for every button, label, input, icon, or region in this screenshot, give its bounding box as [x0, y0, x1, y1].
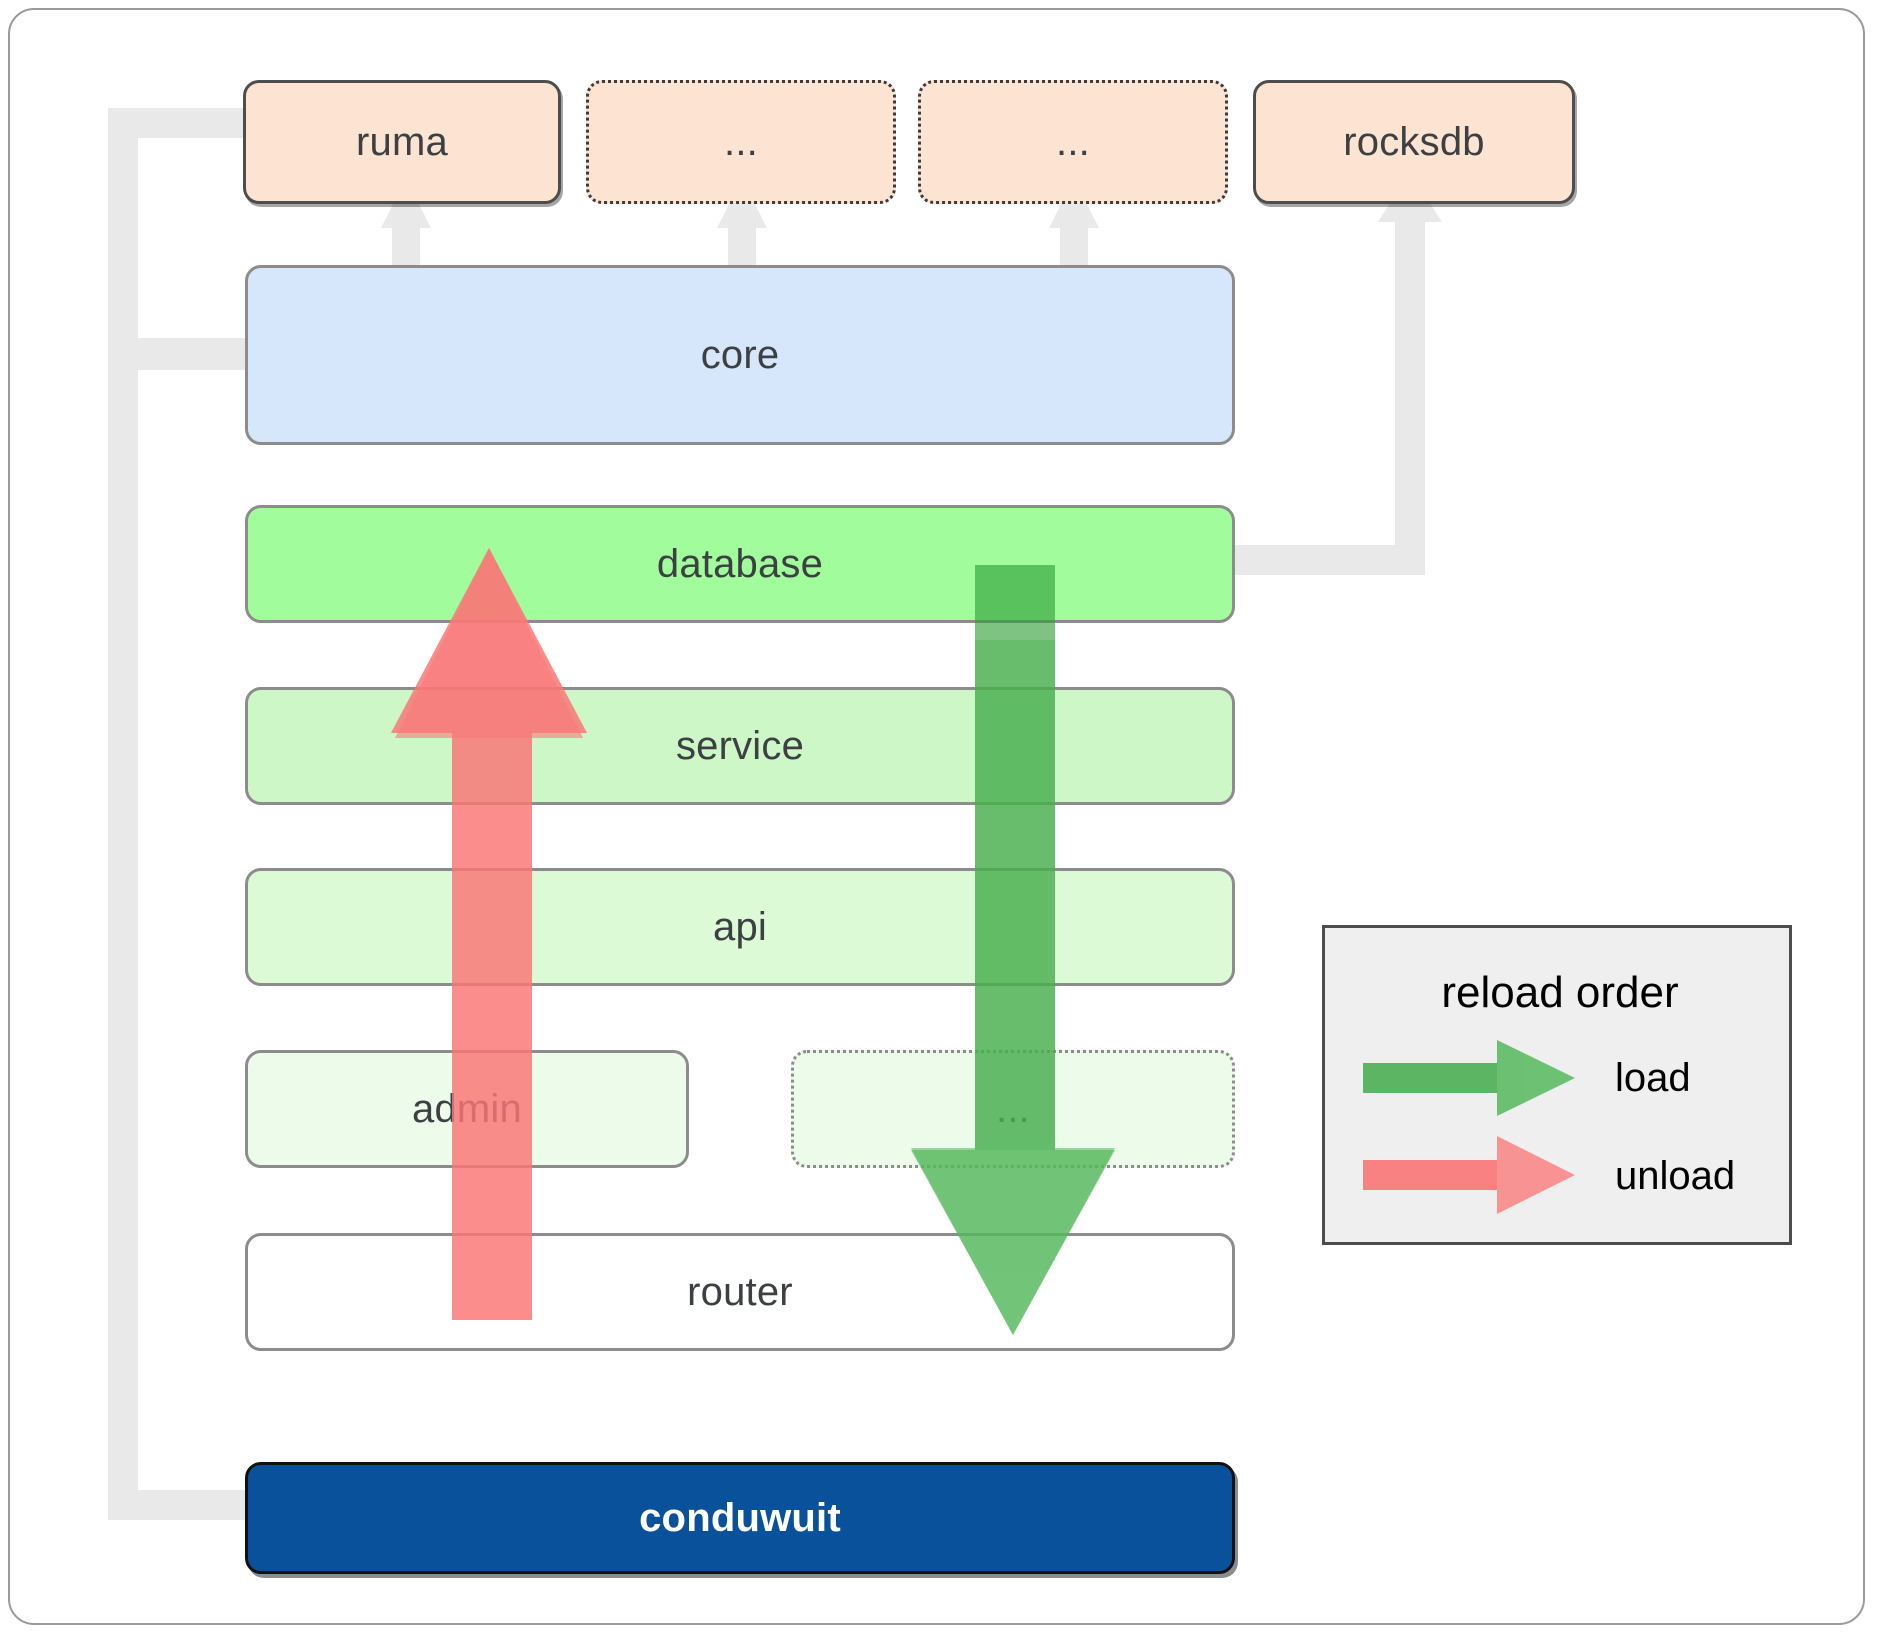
- legend-load-arrow: [1363, 1040, 1575, 1116]
- legend-unload-arrow: [1363, 1136, 1575, 1214]
- load-arrow-shaft-light: [911, 640, 1115, 1335]
- layer-box-database[interactable]: database: [245, 505, 1235, 623]
- legend-panel: reload order load unload: [1322, 925, 1792, 1245]
- layer-box-api[interactable]: api: [245, 868, 1235, 986]
- layer-box-router[interactable]: router: [245, 1233, 1235, 1351]
- layer-box-core[interactable]: core: [245, 265, 1235, 445]
- legend-title: reload order: [1441, 968, 1679, 1017]
- legend-label-unload: unload: [1615, 1154, 1736, 1198]
- legend-label-load: load: [1615, 1056, 1691, 1100]
- crate-box-more-2[interactable]: ...: [918, 80, 1228, 204]
- legend-arrows: [1363, 1040, 1575, 1214]
- unload-arrow-head: [395, 548, 583, 738]
